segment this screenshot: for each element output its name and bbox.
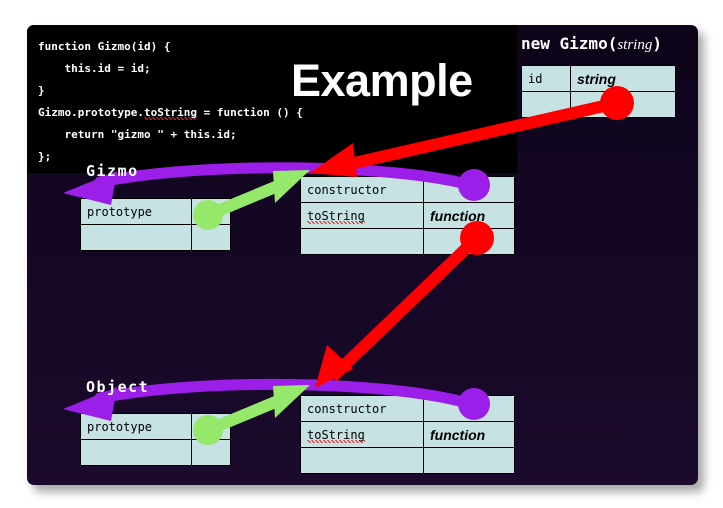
gizmo-proto-key-empty (300, 228, 424, 255)
table-row: prototype (80, 413, 231, 440)
object-key-prototype: prototype (80, 413, 192, 440)
object-table: prototype (80, 413, 231, 466)
object-proto-key-tostring-text: toString (307, 427, 365, 443)
code-line: Gizmo.prototype.toString = function () { (38, 106, 303, 120)
gizmo-proto-key-tostring-text: toString (307, 208, 365, 224)
table-row (300, 228, 515, 255)
code-line: return "gizmo " + this.id; (38, 128, 237, 141)
table-row (80, 224, 231, 251)
instance-value-id: string (570, 65, 676, 92)
gizmo-proto-key-constructor: constructor (300, 176, 424, 203)
object-prototype-table: constructor toString function (300, 395, 515, 474)
gizmo-proto-value-tostring: function (423, 202, 515, 229)
section-label-gizmo: Gizmo (86, 162, 139, 180)
object-proto-value-tostring: function (423, 421, 515, 448)
instance-key-empty (521, 91, 571, 118)
gizmo-prototype-table: constructor toString function (300, 176, 515, 255)
table-row: prototype (80, 198, 231, 225)
object-value-prototype (191, 413, 231, 440)
table-row (80, 439, 231, 466)
table-row: id string (521, 65, 676, 92)
table-row: toString function (300, 421, 515, 448)
slide-panel: function Gizmo(id) { this.id = id; } Giz… (27, 25, 698, 485)
instance-table: id string (521, 65, 676, 118)
object-key-empty (80, 439, 192, 466)
gizmo-proto-value-constructor (423, 176, 515, 203)
table-row: constructor (300, 176, 515, 203)
red-line-proto-chain (327, 233, 482, 382)
table-row (300, 447, 515, 474)
object-proto-key-constructor: constructor (300, 395, 424, 422)
red-arrowhead-proto-chain (315, 345, 353, 388)
object-value-empty (191, 439, 231, 466)
object-proto-key-empty (300, 447, 424, 474)
object-proto-key-tostring: toString (300, 421, 424, 448)
gizmo-value-empty (191, 224, 231, 251)
code-line: }; (38, 150, 52, 163)
object-proto-value-constructor (423, 395, 515, 422)
code-misspelled-token: toString (143, 106, 197, 120)
table-row: constructor (300, 395, 515, 422)
instance-value-empty (570, 91, 676, 118)
new-gizmo-heading-arg: string (617, 37, 653, 53)
table-row (521, 91, 676, 118)
gizmo-key-prototype: prototype (80, 198, 192, 225)
gizmo-proto-value-empty (423, 228, 515, 255)
gizmo-value-prototype (191, 198, 231, 225)
gizmo-proto-key-tostring: toString (300, 202, 424, 229)
new-gizmo-heading-suffix: ) (652, 34, 662, 53)
code-line: } (38, 84, 45, 97)
code-line: function Gizmo(id) { (38, 40, 171, 53)
code-line: this.id = id; (38, 62, 151, 75)
instance-key-id: id (521, 65, 571, 92)
new-gizmo-heading: new Gizmo(string) (521, 34, 662, 54)
code-text: function Gizmo(id) { this.id = id; } Giz… (38, 36, 303, 168)
table-row: toString function (300, 202, 515, 229)
object-proto-value-empty (423, 447, 515, 474)
section-label-object: Object (86, 378, 150, 396)
new-gizmo-heading-prefix: new Gizmo( (521, 34, 618, 53)
page-title: Example (291, 55, 473, 106)
gizmo-key-empty (80, 224, 192, 251)
gizmo-table: prototype (80, 198, 231, 251)
